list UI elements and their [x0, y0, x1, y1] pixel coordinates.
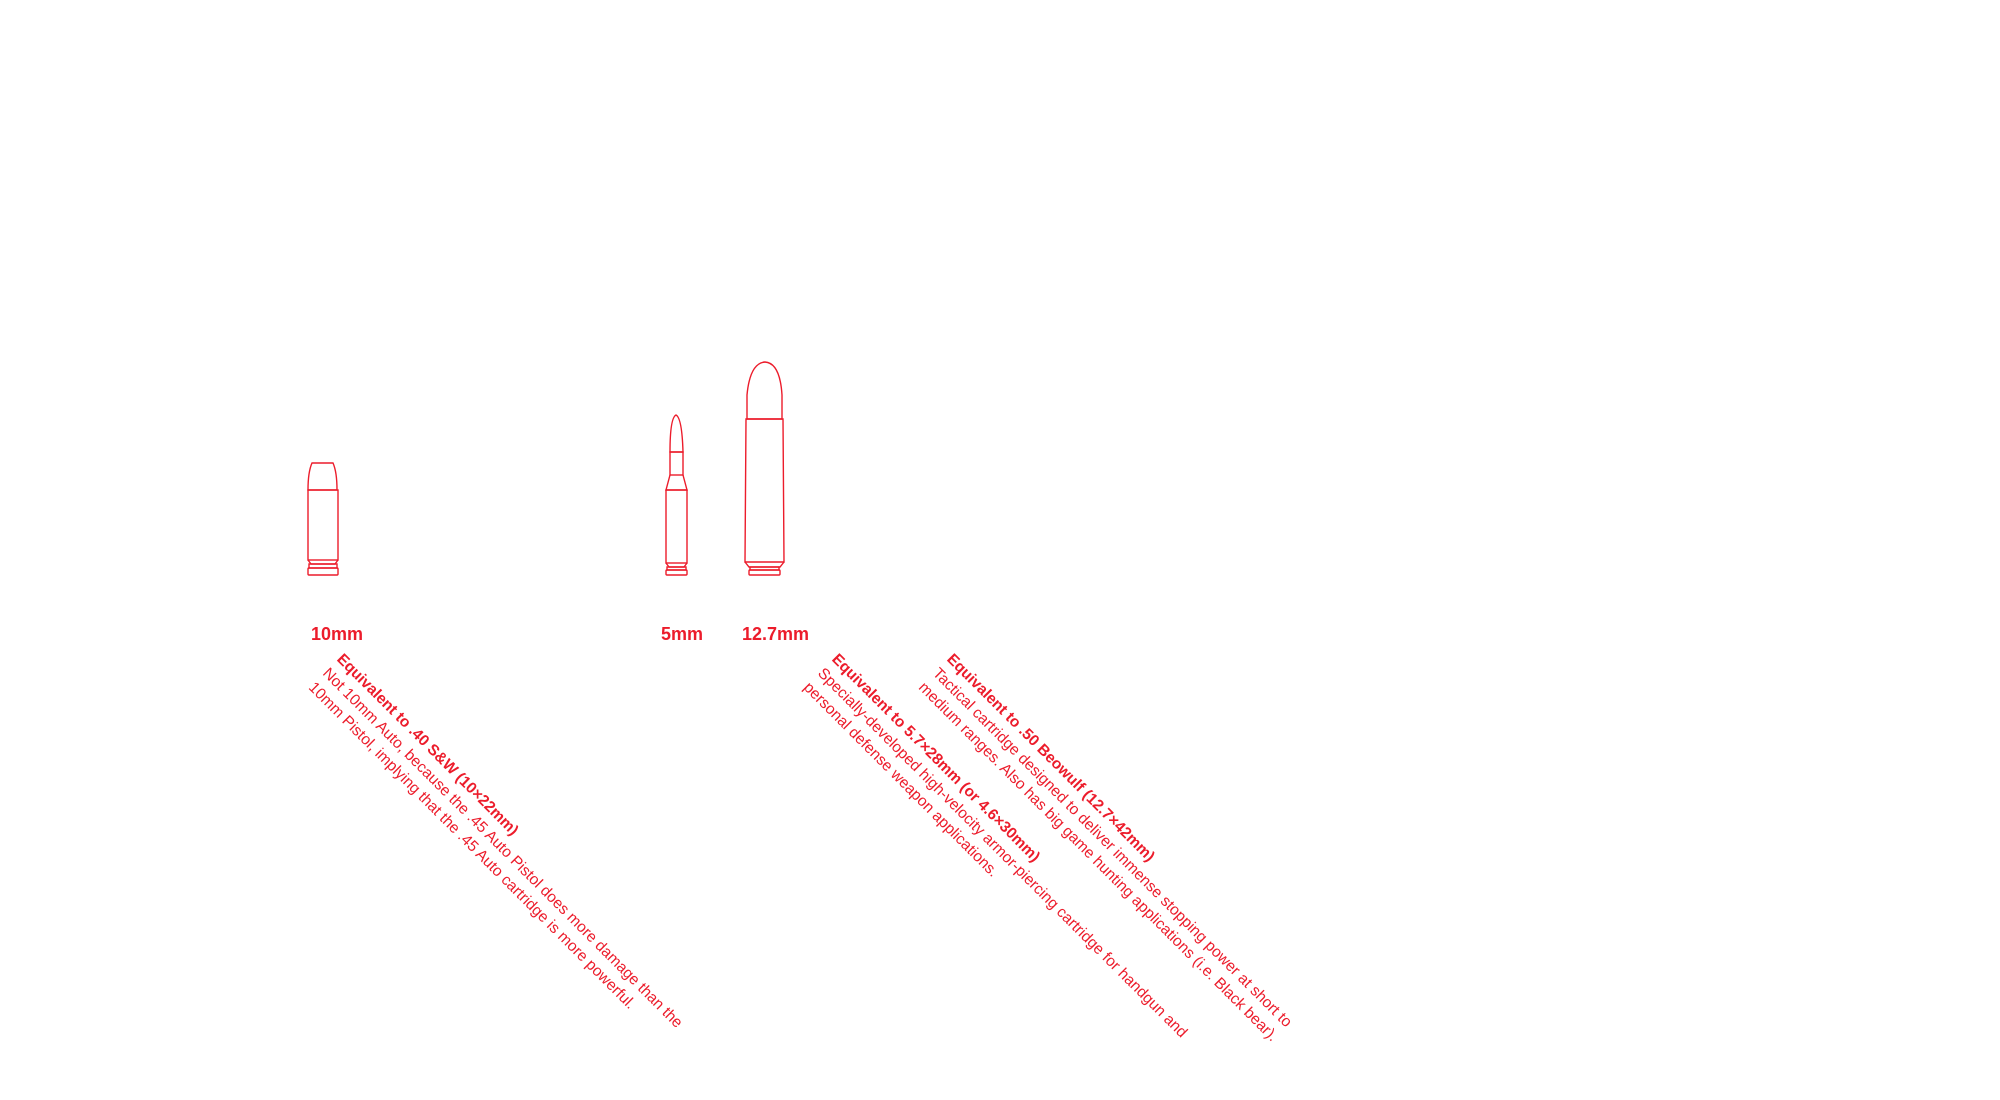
- cartridge-10mm-icon: [307, 462, 339, 576]
- cartridge-5mm-icon: [665, 414, 688, 576]
- caliber-label-5mm: 5mm: [661, 624, 704, 644]
- cartridge-12-7mm-icon: [744, 361, 785, 576]
- caliber-label-12-7mm: 12.7mm: [742, 624, 810, 644]
- caliber-label-10mm: 10mm: [311, 624, 364, 644]
